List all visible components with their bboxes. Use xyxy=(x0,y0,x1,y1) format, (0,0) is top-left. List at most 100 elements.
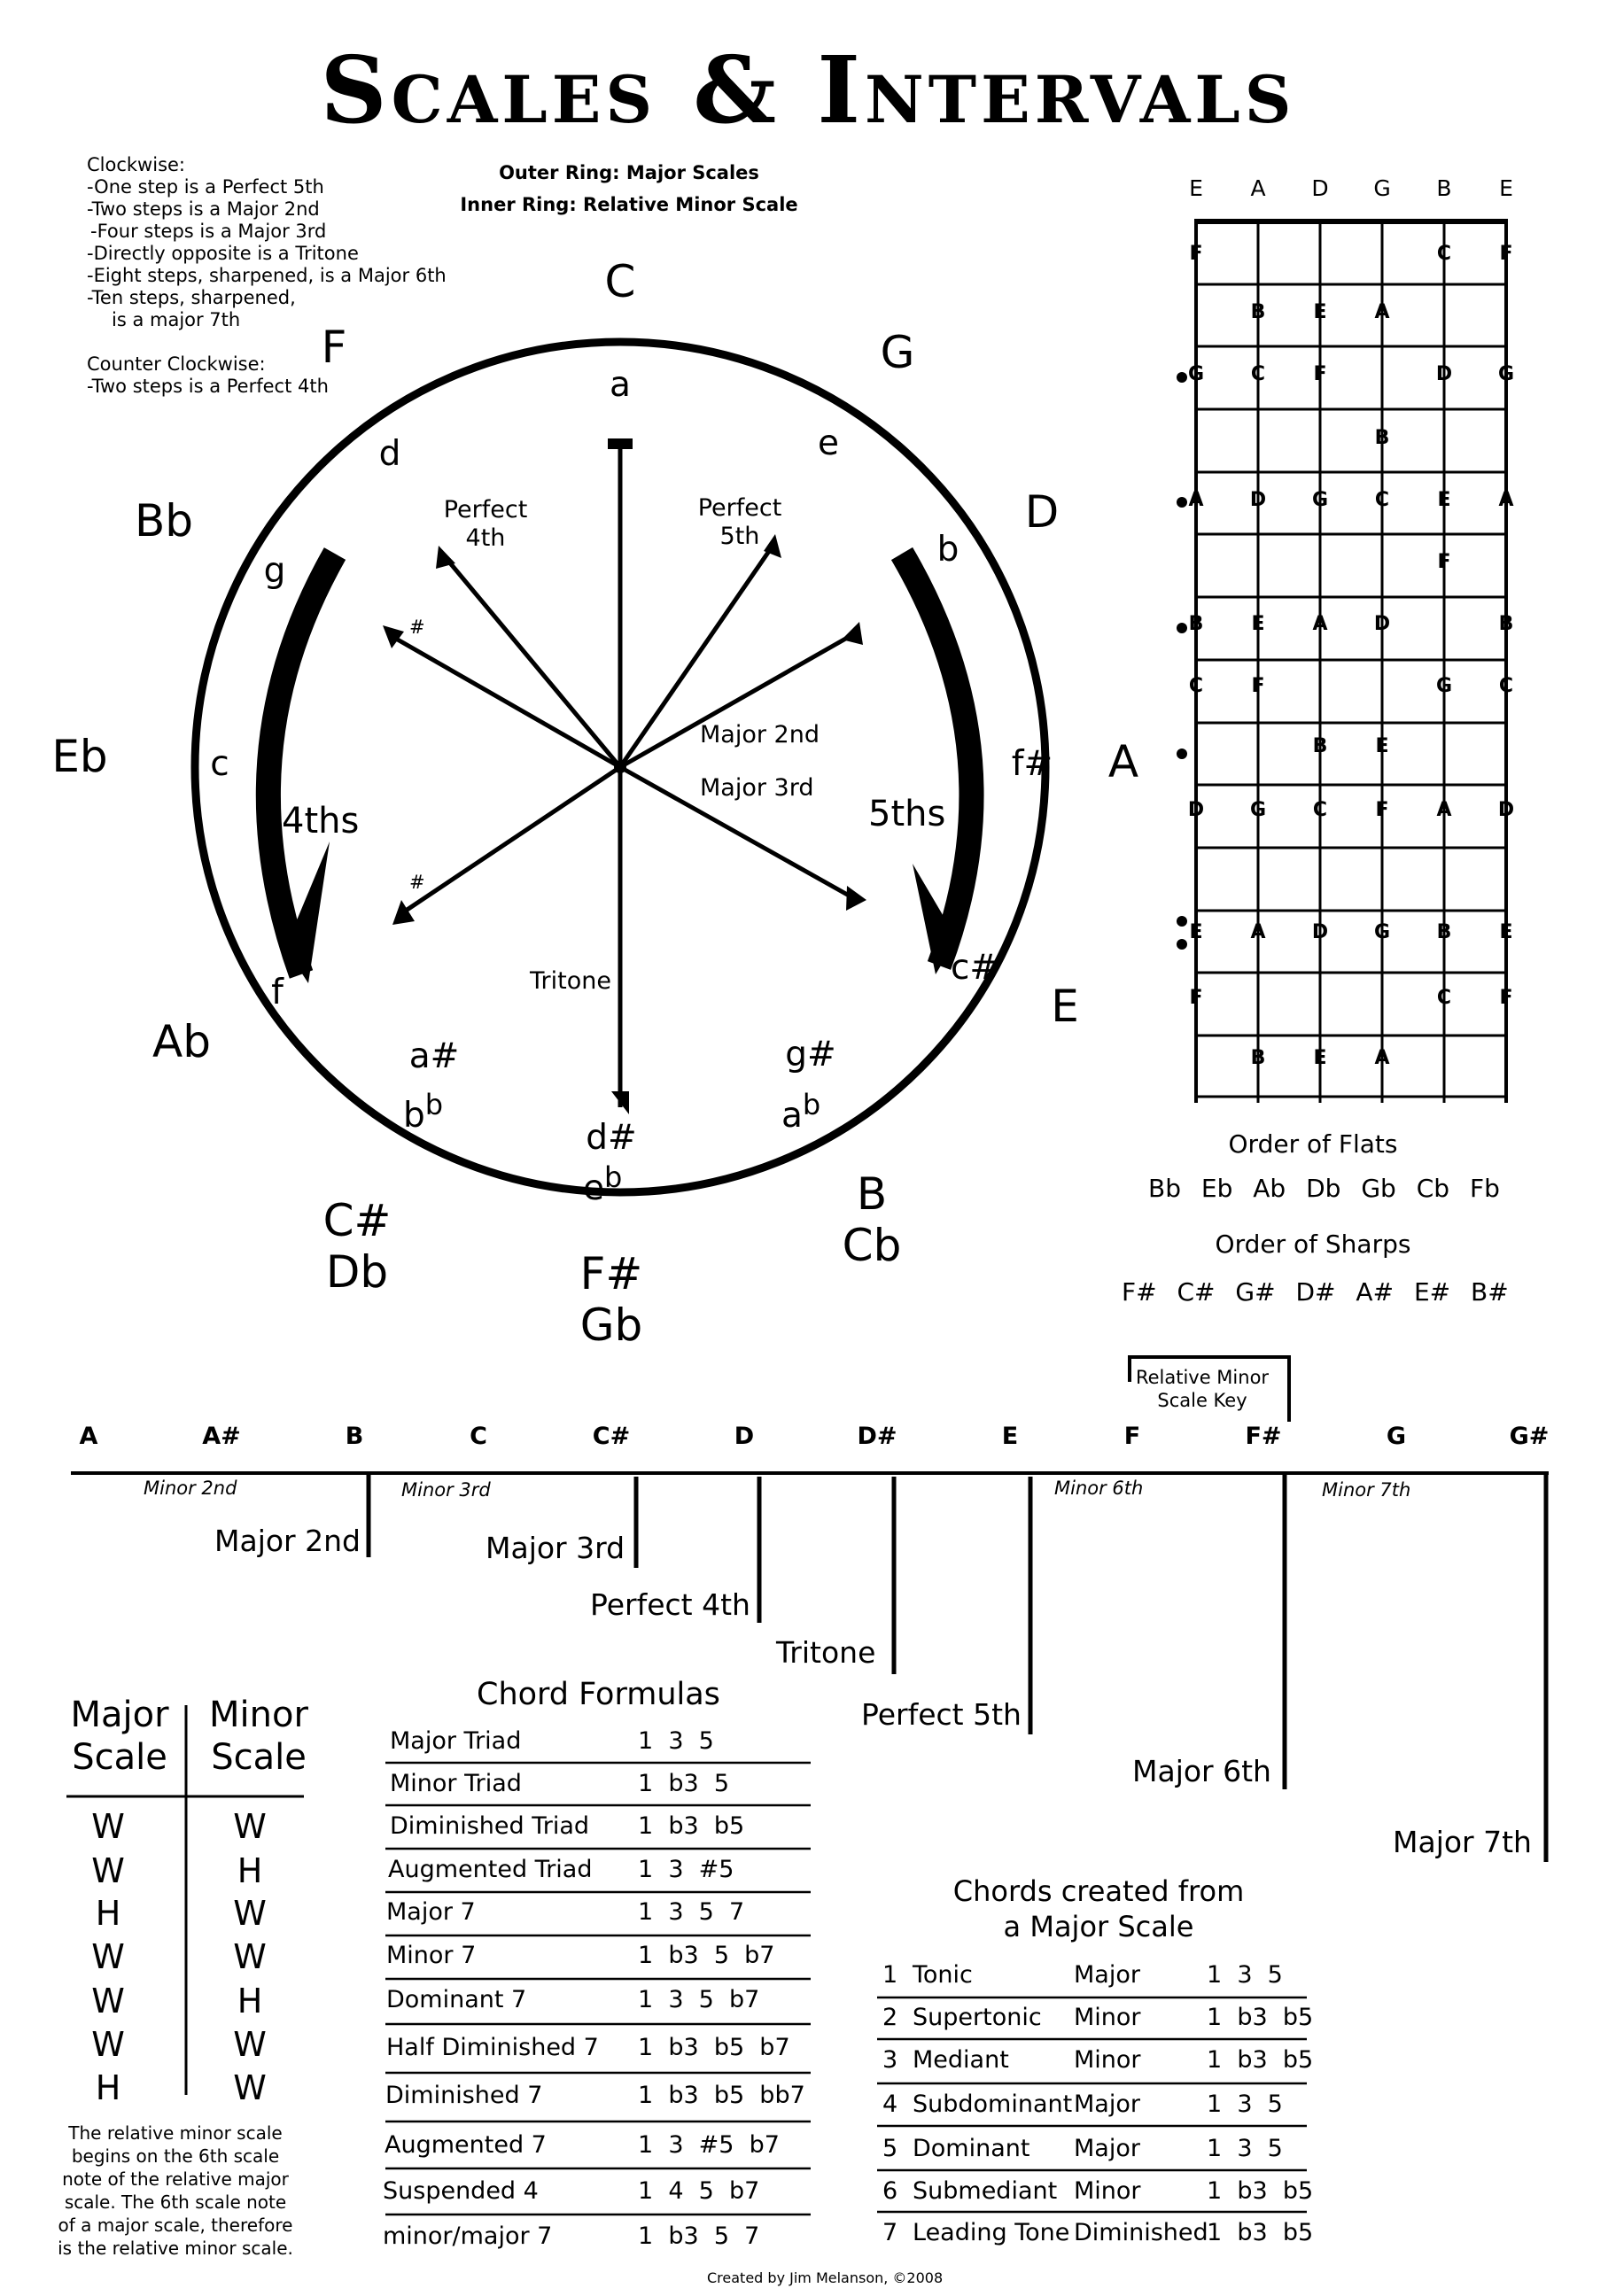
interval-major-6th: Major 6th xyxy=(1132,1754,1271,1788)
note-line: -Directly opposite is a Tritone xyxy=(87,243,359,264)
string-label: D xyxy=(1311,175,1329,201)
minor-scale-step: W xyxy=(233,1807,267,1846)
spoke-arrowheads xyxy=(383,438,866,1114)
degree: 4 xyxy=(882,2090,898,2118)
chord-quality: Minor xyxy=(1074,2046,1141,2074)
outer-ring-caption: Outer Ring: Major Scales xyxy=(499,162,759,183)
note-line: -One step is a Perfect 5th xyxy=(87,176,324,198)
minor-key-d: d xyxy=(378,434,401,474)
minor-7th-label: Minor 7th xyxy=(1322,1479,1411,1501)
sharp-mark-lower: # xyxy=(409,872,425,893)
chord-name: Augmented 7 xyxy=(385,2131,547,2159)
chord-formula: 1 3 #5 b7 xyxy=(638,2131,780,2159)
note-line: is a major 7th xyxy=(112,309,241,330)
note-line: -Four steps is a Major 3rd xyxy=(90,221,327,242)
fret-note: E xyxy=(1251,613,1265,635)
minor-key-eb: eb xyxy=(583,1160,623,1208)
fret-note: F xyxy=(1375,799,1389,821)
fret-note: A xyxy=(1436,799,1452,821)
major-scale-step: W xyxy=(91,1807,125,1846)
minor-key-d-sharp: d# xyxy=(586,1118,637,1158)
fret-note: B xyxy=(1312,735,1328,757)
fret-note: D xyxy=(1311,921,1329,943)
fourths-label: 4ths xyxy=(282,801,360,842)
major-key-f-sharp-label: F# xyxy=(579,1248,643,1299)
fret-note: C xyxy=(1498,675,1514,697)
minor-scale-step: W xyxy=(233,2068,267,2107)
minor-scale-step: H xyxy=(237,1982,263,2021)
fret-note: E xyxy=(1313,301,1327,323)
chord-quality: Major xyxy=(1074,2090,1140,2118)
minor-key-bb: bb xyxy=(403,1088,444,1136)
major-key-f: F xyxy=(321,322,347,373)
major-scale-step: W xyxy=(91,1937,125,1976)
chromatic-note: A xyxy=(79,1423,98,1450)
degree-name: Leading Tone xyxy=(913,2219,1070,2246)
relative-minor-bracket xyxy=(1128,1355,1291,1422)
chromatic-note: E xyxy=(1001,1423,1019,1450)
chord-formula: 1 3 5 b7 xyxy=(638,1986,760,2013)
degree-name: Supertonic xyxy=(913,2004,1042,2031)
major-key-a: A xyxy=(1107,736,1139,787)
note-line: -Two steps is a Perfect 4th xyxy=(87,376,329,397)
fret-note: F xyxy=(1437,551,1451,573)
credit: Created by Jim Melanson, ©2008 xyxy=(707,2269,944,2286)
fret-note: D xyxy=(1373,613,1391,635)
note-line: -Eight steps, sharpened, is a Major 6th xyxy=(87,265,447,286)
minor-key-ab: ab xyxy=(781,1088,821,1136)
chord-quality: Major xyxy=(1074,1961,1140,1989)
fret-note: A xyxy=(1250,921,1266,943)
major-key-ab: Ab xyxy=(152,1016,211,1067)
major-key-gb-label: Gb xyxy=(579,1299,643,1351)
fret-note: F xyxy=(1499,987,1513,1009)
degree-name: Subdominant xyxy=(913,2090,1073,2118)
inner-ring-caption: Inner Ring: Relative Minor Scale xyxy=(460,194,798,215)
chord-quality: Diminished xyxy=(1074,2219,1208,2246)
major-scale-step: W xyxy=(91,1982,125,2021)
chord-formulas-title: Chord Formulas xyxy=(477,1677,720,1712)
string-label: E xyxy=(1189,175,1203,201)
fret-note: C xyxy=(1436,243,1452,265)
chromatic-note: C xyxy=(470,1423,487,1450)
fret-note: A xyxy=(1374,1047,1390,1069)
fret-note: D xyxy=(1497,799,1515,821)
minor-scale-step: W xyxy=(233,2025,267,2064)
chord-name: Dominant 7 xyxy=(386,1986,527,2013)
fret-note: B xyxy=(1250,1047,1266,1069)
major-key-g: G xyxy=(880,327,915,378)
tritone-spoke-label: Tritone xyxy=(530,967,611,995)
chromatic-note: G xyxy=(1386,1423,1407,1450)
chord-quality: Minor xyxy=(1074,2177,1141,2205)
chord-tones: 1 3 5 xyxy=(1207,1961,1283,1989)
chord-name: Diminished 7 xyxy=(385,2082,543,2109)
chord-name: Half Diminished 7 xyxy=(386,2034,599,2061)
fret-note: C xyxy=(1188,675,1204,697)
chromatic-note: A# xyxy=(202,1423,241,1450)
chord-formula: 1 3 5 7 xyxy=(638,1898,745,1926)
fret-note: F xyxy=(1189,243,1203,265)
fifths-arc xyxy=(890,547,984,970)
fret-note: A xyxy=(1188,489,1204,511)
chord-quality: Minor xyxy=(1074,2004,1141,2031)
minor-scale-step: W xyxy=(233,1894,267,1933)
minor-2nd-label: Minor 2nd xyxy=(144,1478,237,1499)
chord-formula: 1 b3 b5 bb7 xyxy=(638,2082,805,2109)
string-label: G xyxy=(1373,175,1391,201)
major-key-bb: Bb xyxy=(134,495,194,547)
chord-formula: 1 3 #5 xyxy=(638,1856,734,1883)
fret-note: C xyxy=(1250,363,1266,385)
major-key-d: D xyxy=(1024,486,1060,538)
fret-markers xyxy=(1177,372,1187,950)
outer-circle xyxy=(190,337,1050,1197)
major-key-e: E xyxy=(1051,981,1079,1032)
sharp-mark-upper: # xyxy=(409,617,425,638)
major-scale-step: H xyxy=(95,2068,121,2107)
chromatic-note: F xyxy=(1123,1423,1141,1450)
interval-spokes xyxy=(388,443,857,1107)
major-key-c-sharp: C# Db xyxy=(313,1195,401,1298)
